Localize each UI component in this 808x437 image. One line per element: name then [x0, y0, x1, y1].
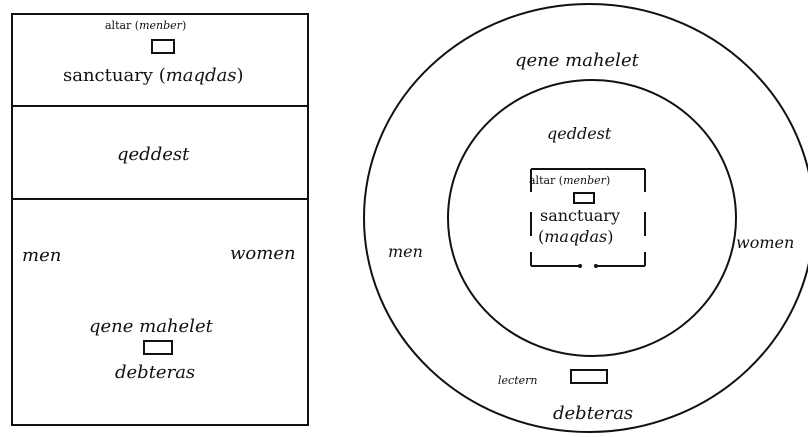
rect-lectern-box: [143, 340, 173, 355]
outer-circle: [363, 3, 808, 433]
circle-maqdas-label: (maqdas): [538, 227, 614, 246]
circle-lectern-label: lectern: [498, 374, 538, 387]
circle-lectern-box: [570, 369, 608, 384]
circle-men-label: men: [388, 242, 423, 261]
qeddest-divider: [11, 198, 309, 200]
rect-sanctuary-label: sanctuary (maqdas): [63, 65, 244, 86]
rect-altar-label: altar (menber): [105, 19, 187, 32]
rectangular-church-plan: [11, 13, 309, 426]
bracket-dot-right: [594, 264, 598, 268]
rect-women-label: women: [230, 243, 296, 264]
sanctuary-bracket: [530, 168, 646, 267]
circle-altar-box: [573, 192, 595, 204]
rect-men-label: men: [22, 245, 62, 266]
circle-women-label: women: [736, 233, 795, 252]
circle-debteras-label: debteras: [553, 403, 634, 424]
rect-debteras-label: debteras: [115, 362, 196, 383]
bracket-dot-left: [578, 264, 582, 268]
circle-qeddest-label: qeddest: [547, 124, 612, 143]
rect-qeddest-label: qeddest: [117, 144, 190, 165]
sanctuary-divider: [11, 105, 309, 107]
inner-circle: [447, 79, 737, 357]
rect-qene-mahelet-label: qene mahelet: [89, 316, 213, 337]
circle-sanctuary-label: sanctuary: [540, 206, 620, 225]
rect-altar-box: [151, 39, 175, 54]
circle-altar-label: altar (menber): [529, 174, 611, 187]
circle-qene-mahelet-label: qene mahelet: [515, 50, 639, 71]
